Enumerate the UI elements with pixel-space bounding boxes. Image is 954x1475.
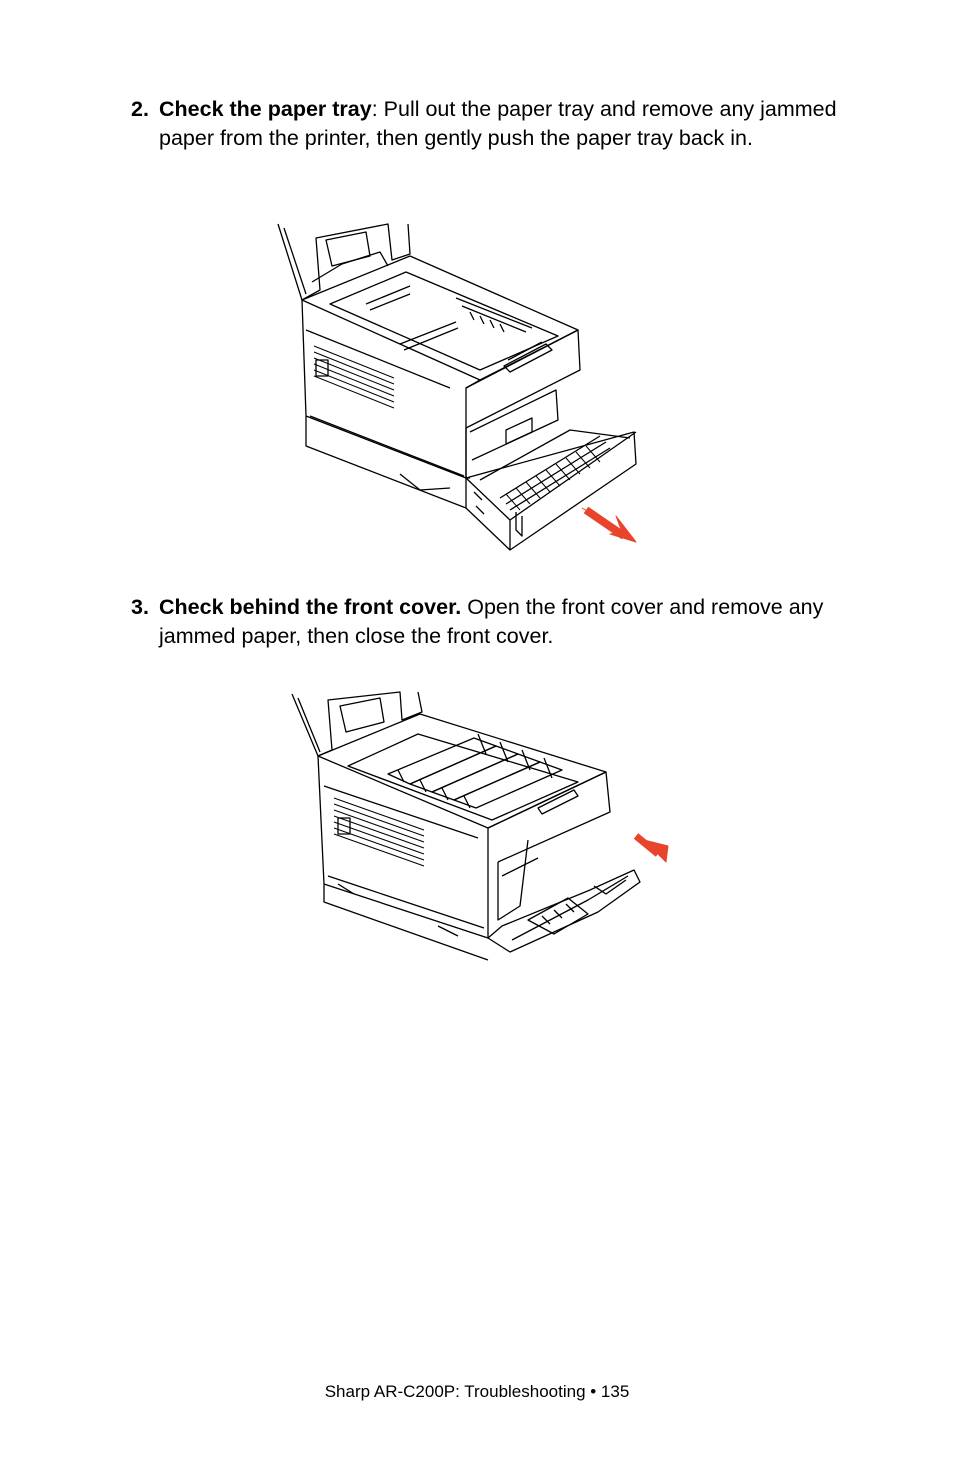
step-3: 3. Check behind the front cover. Open th… <box>131 593 861 651</box>
step-number: 2. <box>131 97 149 121</box>
step-body: Check behind the front cover. Open the f… <box>159 593 861 651</box>
front-cover-illustration <box>291 691 669 961</box>
step-number: 3. <box>131 595 149 619</box>
step-2: 2. Check the paper tray: Pull out the pa… <box>131 95 861 153</box>
step-text: Open the front cover and remove any jamm… <box>159 595 824 648</box>
page-footer: Sharp AR-C200P: Troubleshooting • 135 <box>324 1382 630 1401</box>
step-text: : Pull out the paper tray and remove any… <box>159 97 837 150</box>
paper-tray-illustration <box>277 223 637 551</box>
step-title: Check the paper tray <box>159 97 372 121</box>
step-body: Check the paper tray: Pull out the paper… <box>159 95 861 153</box>
step-title: Check behind the front cover. <box>159 595 462 619</box>
